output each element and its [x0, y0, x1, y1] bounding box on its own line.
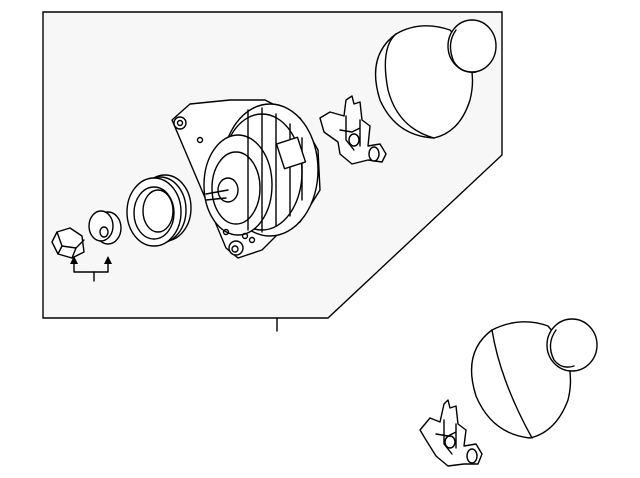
nut-icon: [51, 227, 85, 259]
hardware-leader-bracket: [70, 256, 112, 282]
pulley-icon: [126, 174, 192, 247]
end-cap-icon: [374, 19, 497, 139]
end-cap-icon: [470, 318, 598, 439]
voltage-regulator-icon: [319, 95, 387, 165]
washer-icon: [88, 210, 122, 245]
voltage-regulator-icon: [419, 399, 483, 467]
alternator-icon: [171, 99, 321, 259]
arrow-icon: [104, 256, 112, 264]
arrow-icon: [70, 256, 78, 264]
